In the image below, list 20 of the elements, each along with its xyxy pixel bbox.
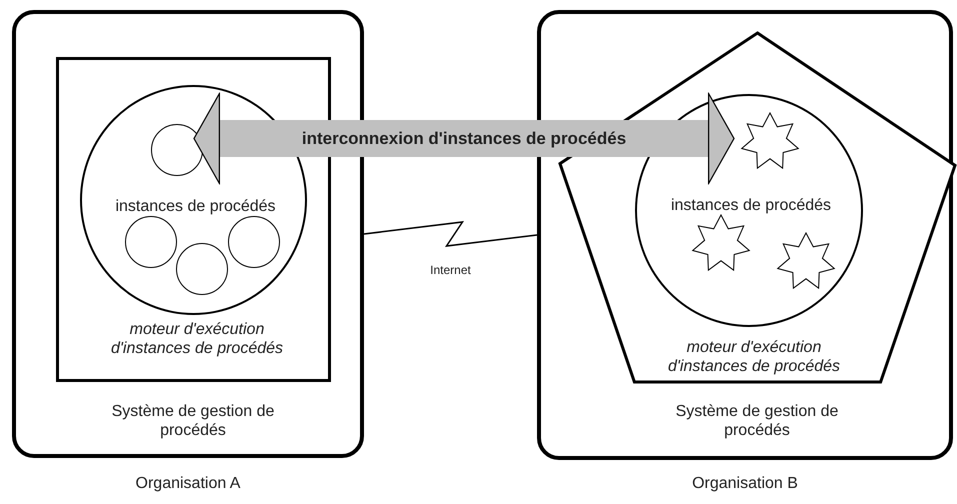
circle-shape: [228, 216, 280, 268]
star-shape: [740, 112, 800, 172]
engine-label: moteur d'exécution d'instances de procédés: [666, 338, 842, 376]
edge-label: Internet: [428, 262, 473, 276]
engine-label: moteur d'exécution d'instances de procédés: [110, 320, 284, 358]
organisation-label: Organisation A: [134, 474, 242, 493]
network-link: [364, 221, 538, 247]
star-shape: [776, 232, 836, 292]
circle-shape: [151, 124, 203, 176]
instance-circle: [635, 94, 863, 327]
star-shape: [691, 214, 751, 274]
box-label: instances de procédés: [670, 196, 832, 215]
organisation-label: Organisation B: [691, 474, 799, 493]
box-label: Système de gestion de procédés: [110, 402, 276, 440]
circle-shape: [125, 216, 177, 268]
box-label: instances de procédés: [114, 197, 277, 216]
edge-label: interconnexion d'instances de procédés: [302, 128, 626, 148]
circle-shape: [176, 243, 228, 295]
double-arrow: [193, 92, 735, 184]
box-label: Système de gestion de procédés: [674, 402, 840, 440]
